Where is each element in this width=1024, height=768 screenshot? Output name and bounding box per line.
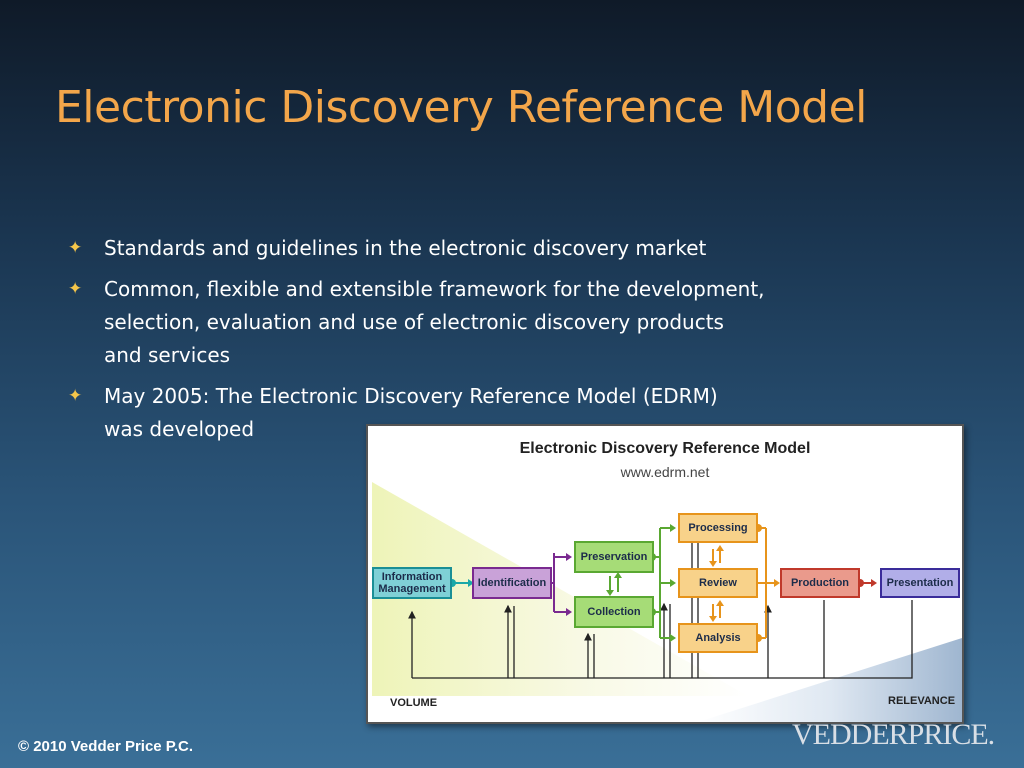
bullet-list: ✦ Standards and guidelines in the electr… — [68, 232, 888, 454]
bullet-text: was developed — [104, 417, 255, 441]
stage-preservation: Preservation — [574, 541, 654, 573]
stage-review: Review — [678, 568, 758, 598]
stage-collection: Collection — [574, 596, 654, 628]
vedder-price-logo: VEDDERPRICE. — [792, 718, 995, 751]
bullet-text: and services — [104, 343, 231, 367]
stage-analysis: Analysis — [678, 623, 758, 653]
diagram-url: www.edrm.net — [620, 464, 710, 480]
bullet-item: ✦ Common, flexible and extensible framew… — [68, 273, 888, 372]
sparkle-star-icon: ✦ — [68, 238, 83, 258]
bullet-text: May 2005: The Electronic Discovery Refer… — [104, 384, 718, 408]
relevance-wedge — [698, 638, 962, 722]
sparkle-star-icon: ✦ — [68, 386, 83, 406]
stage-production: Production — [780, 568, 860, 598]
sparkle-star-icon: ✦ — [68, 279, 83, 299]
volume-label: VOLUME — [390, 697, 438, 709]
copyright-text: © 2010 Vedder Price P.C. — [18, 738, 194, 755]
slide-title: Electronic Discovery Reference Model — [55, 82, 867, 133]
diagram-graphics — [372, 482, 962, 722]
bullet-item: ✦ May 2005: The Electronic Discovery Ref… — [68, 380, 888, 446]
stage-presentation: Presentation — [880, 568, 960, 598]
volume-wedge — [372, 482, 748, 696]
bullet-text: Common, flexible and extensible framewor… — [104, 277, 765, 301]
diagram-title: Electronic Discovery Reference Model — [519, 440, 811, 457]
stage-processing: Processing — [678, 513, 758, 543]
edrm-diagram: Electronic Discovery Reference Model www… — [366, 424, 964, 724]
stage-identification: Identification — [472, 567, 552, 599]
relevance-label: RELEVANCE — [888, 695, 956, 707]
bullet-text: Standards and guidelines in the electron… — [104, 236, 707, 260]
stage-information-management: Information Management — [372, 567, 452, 599]
feedback-lines — [408, 532, 913, 679]
bullet-item: ✦ Standards and guidelines in the electr… — [68, 232, 888, 265]
bullet-text: selection, evaluation and use of electro… — [104, 310, 724, 334]
